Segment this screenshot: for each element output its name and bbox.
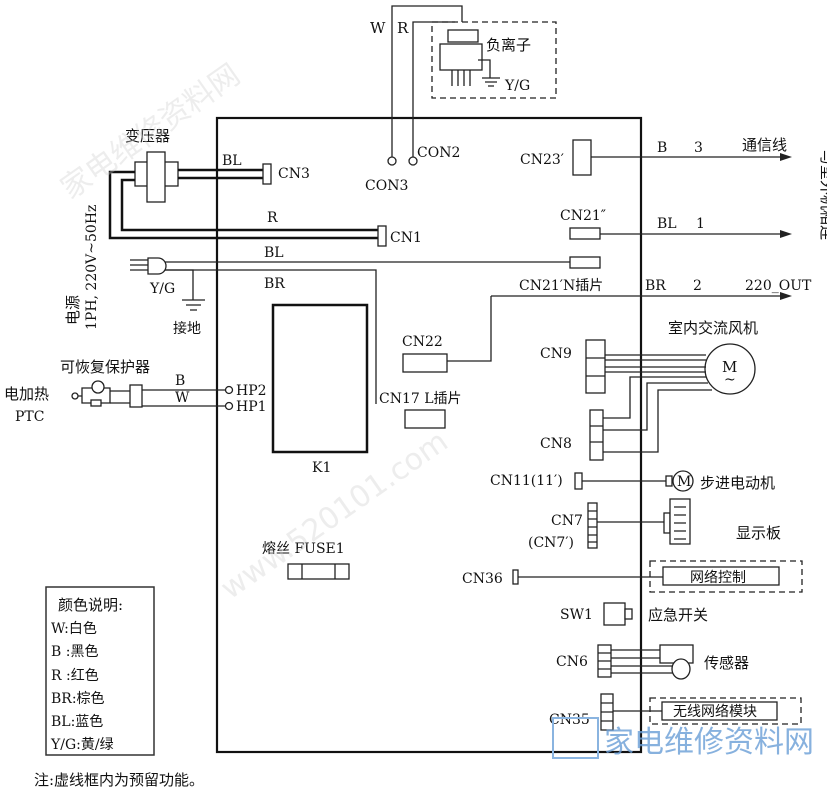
cn1-connector xyxy=(377,225,387,247)
cn23-connector xyxy=(572,139,592,176)
ground-label: 接地 xyxy=(173,320,201,337)
legend-item: BL:蓝色 xyxy=(51,713,103,730)
out-2-label: 2 xyxy=(693,278,702,294)
cn21p-connector xyxy=(569,256,601,269)
cn3-connector xyxy=(262,163,272,185)
out-bl-label: BL xyxy=(657,216,677,232)
display-label: 显示板 xyxy=(736,524,781,542)
network-control: CN36 网络控制 xyxy=(462,560,803,593)
heater-label: 电加热 xyxy=(4,385,49,403)
cn7-label: CN7 xyxy=(551,513,583,529)
wire-label-w: W xyxy=(370,19,386,37)
k1-relay xyxy=(271,303,369,454)
fuse xyxy=(287,563,350,580)
stepper-motor: CN11(11′) M 步进电动机 xyxy=(490,470,775,492)
r-label: R xyxy=(267,210,278,226)
hp1-terminal xyxy=(224,401,234,411)
cn22-label: CN22 xyxy=(402,334,443,350)
ion-yg-label: Y/G xyxy=(504,78,530,94)
bl-label: BL xyxy=(222,153,242,169)
outdoor-unit-label: 与室外机相连 xyxy=(818,150,827,240)
hp2-terminal xyxy=(224,385,234,395)
cn21pp-connector xyxy=(569,227,601,240)
transformer-label: 变压器 xyxy=(125,127,170,145)
indoor-fan: 室内交流风机 M ~ CN9 CN8 xyxy=(540,319,758,461)
fan-m-label: M xyxy=(722,358,737,376)
power-input: 电源 1PH, 220V~50Hz Y/G 接地 BL BR xyxy=(64,205,575,404)
power-br-label: BR xyxy=(264,276,285,292)
wireless-module: CN35 无线网络模块 xyxy=(549,693,802,731)
legend-item: BR:棕色 xyxy=(51,690,105,707)
stepper-m-label: M xyxy=(677,474,691,490)
outdoor-connection: CN23′ B 3 通信线 CN21″ BL 1 CN21′N插片 BR 2 2… xyxy=(491,136,827,300)
comm-b-label: B xyxy=(657,140,667,156)
network-label: 网络控制 xyxy=(690,570,746,586)
emergency-switch: SW1 应急开关 xyxy=(560,602,708,626)
legend-item: Y/G:黄/绿 xyxy=(50,736,114,753)
cn6-label: CN6 xyxy=(556,654,588,670)
fuse-label: 熔丝 FUSE1 xyxy=(262,541,345,557)
cn1-label: CN1 xyxy=(390,230,422,246)
heater-b-label: B xyxy=(175,373,185,389)
hp1-label: HP1 xyxy=(236,399,267,415)
watermark-logo xyxy=(552,717,599,759)
display-board: CN7 (CN7′) 显示板 xyxy=(528,498,781,551)
footnote: 注:虚线框内为预留功能。 xyxy=(34,771,204,789)
color-legend: 颜色说明: W:白色 B :黑色 R :红色 BR:棕色 BL:蓝色 Y/G:黄… xyxy=(45,586,155,756)
con2-label: CON2 xyxy=(417,145,460,161)
switch-label: 应急开关 xyxy=(648,606,708,624)
cn8-label: CN8 xyxy=(540,436,572,452)
transformer: 变压器 BL CN3 R CN1 xyxy=(108,127,422,247)
sensor-label: 传感器 xyxy=(704,654,749,672)
legend-item: R :红色 xyxy=(51,667,99,684)
wire-label-r: R xyxy=(397,19,409,37)
ptc-label: PTC xyxy=(15,409,44,425)
cn7p-label: (CN7′) xyxy=(528,535,574,551)
comm-line-label: 通信线 xyxy=(742,136,787,154)
cn23-label: CN23′ xyxy=(520,152,564,168)
wireless-label: 无线网络模块 xyxy=(673,704,757,720)
cn36-label: CN36 xyxy=(462,571,503,587)
fan-motor xyxy=(704,343,756,395)
hp2-label: HP2 xyxy=(236,383,267,399)
power-bl-label: BL xyxy=(264,245,284,261)
control-board xyxy=(215,116,643,754)
cn11-label: CN11(11′) xyxy=(490,473,563,489)
cn21p-label: CN21′N插片 xyxy=(519,278,603,294)
sensor: CN6 传感器 xyxy=(556,644,749,680)
comm-3-label: 3 xyxy=(694,140,703,156)
cn17-label: CN17 L插片 xyxy=(379,391,462,407)
out-br-label: BR xyxy=(645,278,666,294)
out-1-label: 1 xyxy=(696,216,705,232)
cn35-label: CN35 xyxy=(549,712,590,728)
k1-label: K1 xyxy=(312,460,331,476)
ion-label: 负离子 xyxy=(486,36,531,54)
stepper-label: 步进电动机 xyxy=(700,474,775,492)
yg-label: Y/G xyxy=(149,281,175,297)
cn3-label: CN3 xyxy=(278,166,310,182)
cn22-connector xyxy=(402,353,448,373)
sw1-label: SW1 xyxy=(560,607,593,623)
power-spec: 1PH, 220V~50Hz xyxy=(84,205,100,330)
legend-title: 颜色说明: xyxy=(58,596,123,614)
watermark-logo-text: 家电维修资料网 xyxy=(604,725,814,760)
protector-label: 可恢复保护器 xyxy=(60,358,150,376)
out-220-label: 220_OUT xyxy=(745,278,812,294)
cn17-connector xyxy=(404,409,446,429)
legend-item: B :黑色 xyxy=(51,643,98,660)
ion-generator: W R 负离子 Y/G CON2 CON3 xyxy=(365,5,557,194)
heater-w-label: W xyxy=(175,390,190,406)
cn21pp-label: CN21″ xyxy=(560,208,606,224)
electric-heater: 可恢复保护器 电加热 PTC B W HP2 HP1 xyxy=(4,358,267,425)
cn8-connector xyxy=(589,409,604,461)
legend-item: W:白色 xyxy=(51,620,97,637)
cn9-label: CN9 xyxy=(540,346,572,362)
fan-tilde: ~ xyxy=(724,372,736,388)
con3-label: CON3 xyxy=(365,178,408,194)
cn9-connector xyxy=(585,339,606,394)
fan-label: 室内交流风机 xyxy=(668,319,758,337)
power-title: 电源 xyxy=(64,295,82,325)
